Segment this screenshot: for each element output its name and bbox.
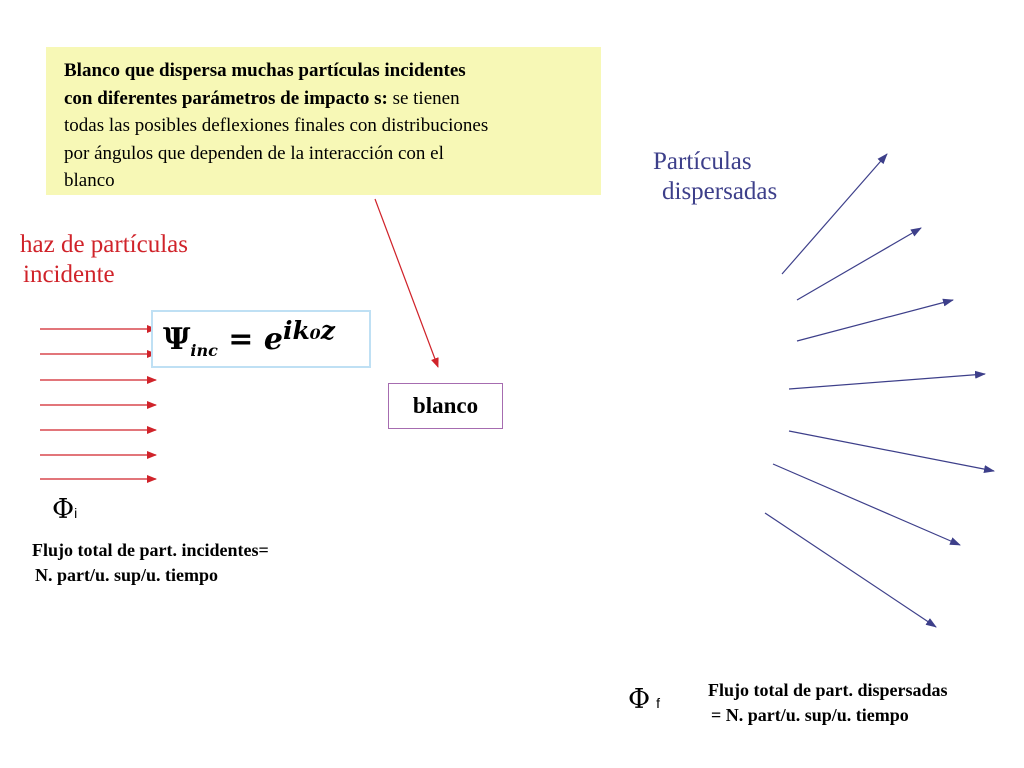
incident-title-line-1: haz de partículas <box>20 231 188 258</box>
info-line-2-rest: se tienen <box>387 87 460 109</box>
incident-flux-text: Flujo total de part. incidentes= N. part… <box>32 538 269 588</box>
scattered-arrow-6 <box>772 463 961 546</box>
target-pointer-arrow <box>374 198 439 368</box>
scattered-arrow-2 <box>796 227 922 301</box>
scattered-arrow-4 <box>788 370 986 390</box>
info-line-4: por ángulos que dependen de la interacci… <box>64 142 444 164</box>
scattered-arrow-5 <box>788 430 995 474</box>
formula-equals-e: = e <box>217 322 283 357</box>
formula-psi: Ψ <box>163 322 191 357</box>
info-line-5: blanco <box>64 170 115 191</box>
incident-flux-line-2: N. part/u. sup/u. tiempo <box>35 565 219 585</box>
target-box: blanco <box>388 383 503 429</box>
phi-f-symbol: Φ <box>628 684 651 715</box>
incident-flux-line-1: Flujo total de part. incidentes= <box>32 540 269 560</box>
incident-flux-symbol: Φi <box>52 494 77 525</box>
scattered-arrow-7 <box>764 512 937 628</box>
phi-f-subscript: f <box>656 695 661 711</box>
formula-subscript: inc <box>190 341 218 360</box>
scattered-arrow-1 <box>781 153 888 275</box>
scattered-flux-line-2: = N. part/u. sup/u. tiempo <box>711 705 909 725</box>
formula-exponent: ik₀z <box>282 316 335 345</box>
scattered-title-line-1: Partículas <box>653 148 752 175</box>
scattered-particles-title: Partículas dispersadas <box>653 147 777 207</box>
incident-wavefunction-formula: Ψinc = eik₀z <box>151 310 371 368</box>
phi-i-subscript: i <box>74 505 78 521</box>
scattered-arrow-3 <box>796 298 954 342</box>
info-line-1: Blanco que dispersa muchas partículas in… <box>64 60 466 81</box>
scattered-title-line-2: dispersadas <box>662 178 778 205</box>
phi-i-symbol: Φ <box>52 494 75 525</box>
scattered-flux-text: Flujo total de part. dispersadas = N. pa… <box>708 678 948 728</box>
info-line-2-bold: con diferentes parámetros de impacto s: <box>64 87 388 109</box>
target-label: blanco <box>412 393 479 418</box>
scattered-flux-line-1: Flujo total de part. dispersadas <box>708 680 948 700</box>
incident-beam-title: haz de partículas incidente <box>20 230 188 290</box>
info-line-3: todas las posibles deflexiones finales c… <box>64 115 489 136</box>
incident-title-line-2: incidente <box>23 261 115 288</box>
info-box: Blanco que dispersa muchas partículas in… <box>46 47 601 195</box>
